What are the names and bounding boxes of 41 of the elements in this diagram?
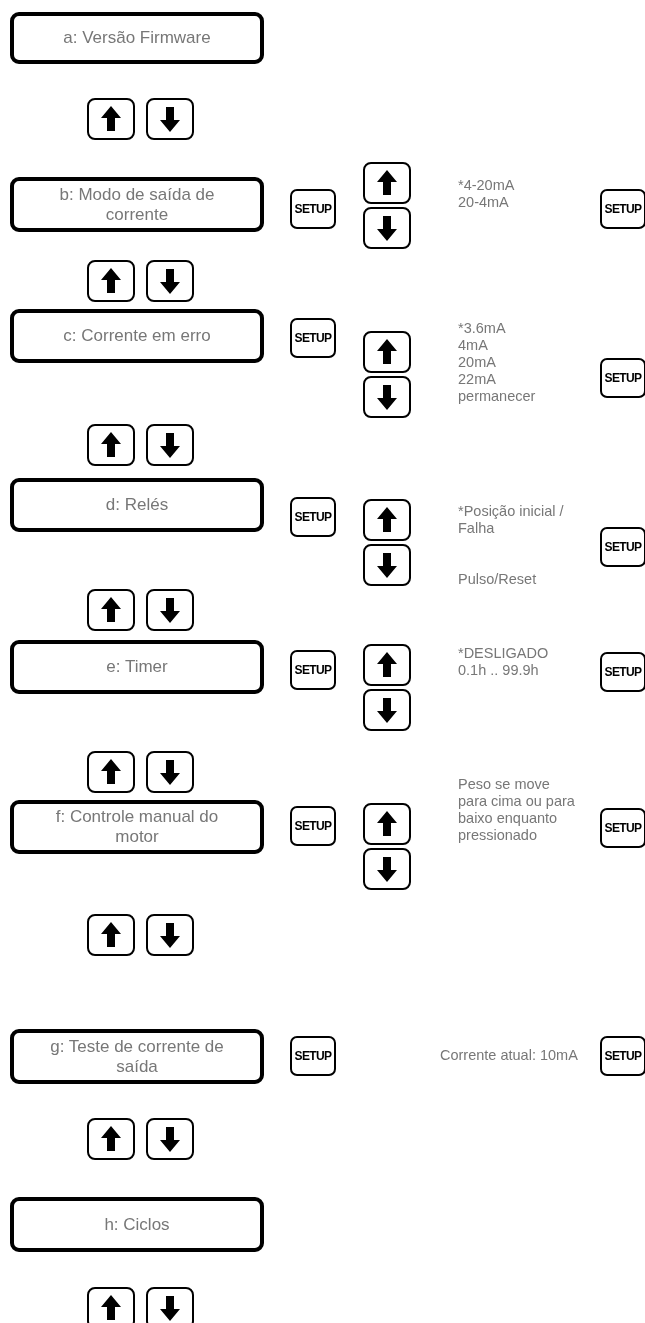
display-text: f: Controle manual do motor — [54, 807, 220, 847]
option-text: Peso se move para cima ou para baixo enquanto pressionado — [458, 776, 576, 844]
display-text: d: Relés — [104, 495, 170, 515]
display-text: h: Ciclos — [103, 1214, 171, 1235]
option-text: *4-20mA — [458, 177, 516, 194]
option-text: 0.1h .. 99.9h — [458, 662, 540, 679]
setup-key: SETUP — [600, 527, 645, 567]
setup-key: SETUP — [290, 497, 336, 537]
display-screen — [10, 800, 264, 854]
setup-key: SETUP — [600, 652, 645, 692]
setup-key: SETUP — [600, 808, 645, 848]
setup-key: SETUP — [600, 189, 645, 229]
display-text: b: Modo de saída de corrente — [58, 184, 216, 225]
setup-key: SETUP — [290, 318, 336, 358]
display-screen — [10, 177, 264, 232]
option-text: 20-4mA — [458, 194, 510, 211]
option-text: Pulso/Reset — [458, 571, 538, 588]
display-screen — [10, 1197, 264, 1252]
display-text: a: Versão Firmware — [62, 28, 212, 48]
option-text: 4mA — [458, 337, 489, 354]
option-text: *Posição inicial / Falha — [458, 503, 565, 537]
display-screen — [10, 478, 264, 532]
option-text: *3.6mA — [458, 320, 507, 337]
setup-key: SETUP — [290, 806, 336, 846]
display-text: g: Teste de corrente de saída — [49, 1036, 225, 1077]
display-screen — [10, 12, 264, 64]
setup-key: SETUP — [290, 1036, 336, 1076]
display-screen — [10, 1029, 264, 1084]
setup-key: SETUP — [600, 358, 645, 398]
setup-key: SETUP — [290, 189, 336, 229]
option-text: 22mA — [458, 371, 497, 388]
display-screen — [10, 640, 264, 694]
setup-key: SETUP — [290, 650, 336, 690]
setup-key: SETUP — [600, 1036, 645, 1076]
display-text: e: Timer — [105, 657, 169, 677]
display-text: c: Corrente em erro — [62, 326, 212, 346]
display-screen — [10, 309, 264, 363]
option-text: 20mA — [458, 354, 497, 371]
option-text: permanecer — [458, 388, 537, 405]
option-text: Corrente atual: 10mA — [440, 1047, 579, 1064]
option-text: *DESLIGADO — [458, 645, 550, 662]
